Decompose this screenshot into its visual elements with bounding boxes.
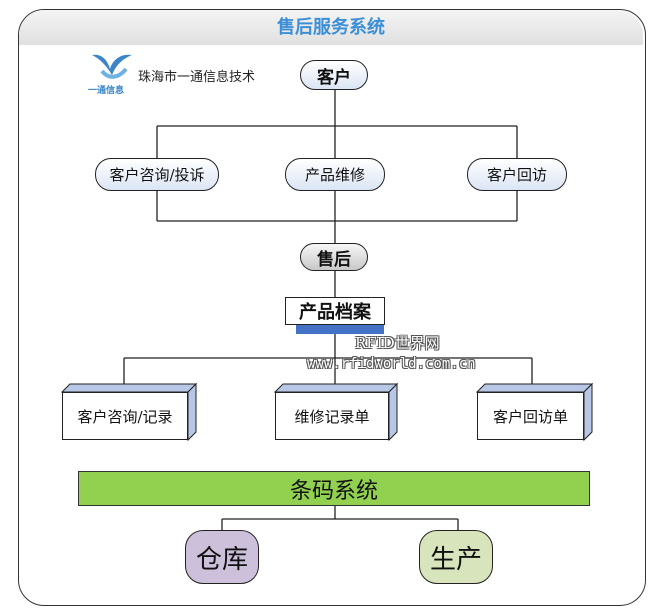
logo-mark-icon: [92, 54, 132, 79]
company-logo: [88, 49, 134, 93]
node-production: 生产: [419, 530, 493, 584]
node-customer-visit: 客户回访: [467, 158, 567, 191]
logo-mark-text: 一通信息: [88, 86, 125, 96]
node-barcode-system: 条码系统: [78, 471, 590, 506]
node-product-archive: 产品档案: [285, 297, 385, 325]
node-after-sales: 售后: [300, 243, 368, 271]
watermark-line1: RFID世界网: [355, 334, 440, 352]
node-customer: 客户: [300, 60, 368, 90]
header-bar: 售后服务系统: [19, 10, 643, 45]
node-consult-complaint: 客户咨询/投诉: [95, 158, 219, 191]
watermark-line2: www.rfidworld.com.cn: [307, 356, 476, 372]
page-title: 售后服务系统: [277, 17, 385, 38]
node-repair-sheet: 维修记录单: [275, 392, 389, 440]
company-name: 珠海市一通信息技术: [138, 70, 256, 85]
node-consult-record: 客户咨询/记录: [62, 392, 188, 440]
node-visit-sheet: 客户回访单: [477, 392, 584, 440]
node-product-repair: 产品维修: [285, 158, 385, 191]
node-warehouse: 仓库: [185, 530, 259, 584]
